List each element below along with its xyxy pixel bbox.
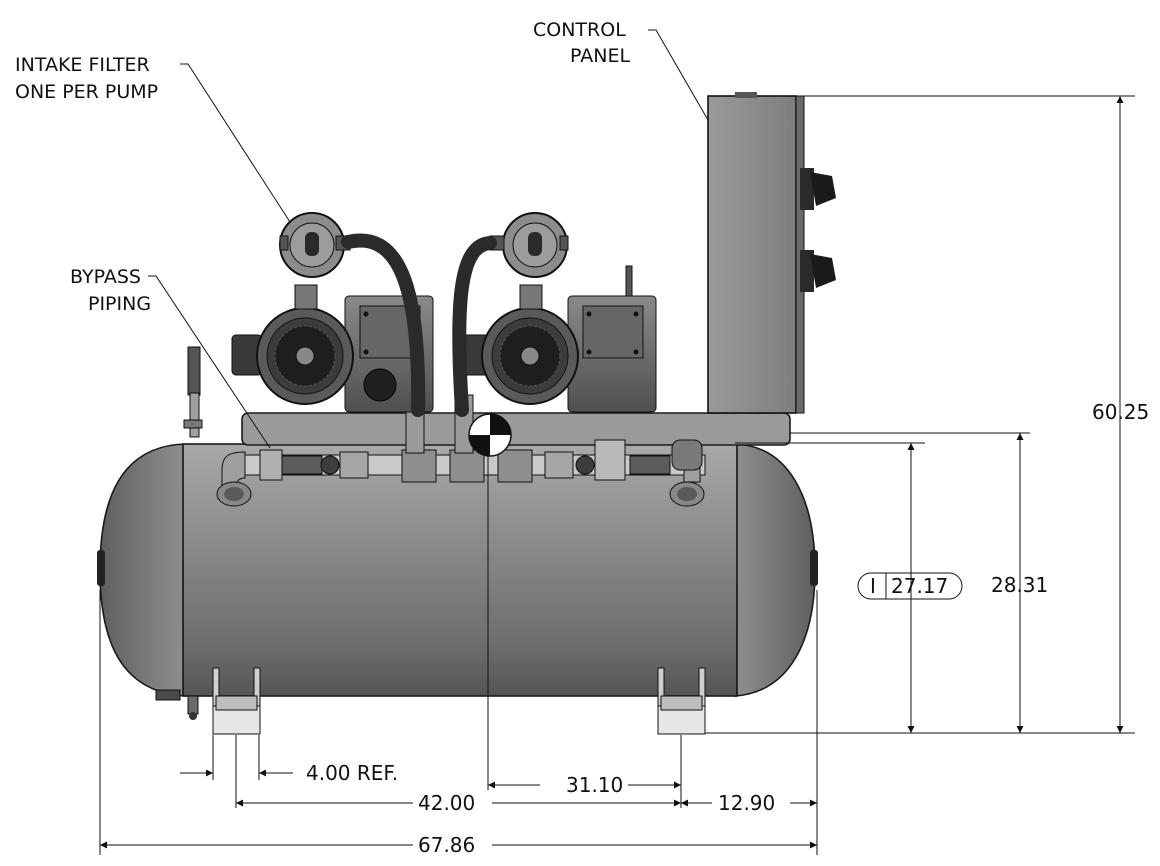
intake-filter-label-line1: INTAKE FILTER: [15, 54, 150, 76]
dim-overall-length: 67.86: [418, 833, 475, 857]
right-foot: [657, 667, 706, 735]
tank-right-fitting: [810, 550, 818, 586]
callout-leaders: [148, 29, 709, 449]
dimension-geometry: [99, 95, 1135, 855]
dim-foot-to-end: 12.90: [718, 791, 775, 815]
center-of-gravity-symbol: [468, 413, 512, 457]
tank-left-fitting: [97, 550, 105, 586]
disconnect-handle-2: [800, 250, 836, 292]
dim-inspection-prefix: I: [870, 574, 876, 598]
tank-right-head: [734, 443, 816, 697]
dim-cg-to-foot: 31.10: [566, 773, 623, 797]
vacuum-gauge: [183, 346, 203, 438]
dim-deck-height: 28.31: [991, 573, 1048, 597]
left-foot: [212, 667, 261, 735]
pump-1-hose: [341, 233, 426, 417]
bypass-piping-label-line2: PIPING: [88, 293, 151, 315]
tank-left-head: [99, 443, 186, 697]
dim-overall-height: 60.25: [1092, 400, 1149, 424]
control-panel-label-line2: PANEL: [570, 45, 630, 67]
tank-shell: [182, 443, 738, 697]
bypass-piping-label-line1: BYPASS: [70, 266, 141, 288]
pump-base-deck: [241, 412, 791, 446]
dim-foot-spacing: 42.00: [418, 791, 475, 815]
control-panel: [707, 92, 836, 414]
dim-foot-width: 4.00 REF.: [306, 761, 398, 785]
receiver-tank: [97, 443, 818, 735]
drain-valve: [155, 689, 199, 720]
pump-2-hose: [452, 236, 497, 417]
pump-1: [231, 212, 434, 417]
control-panel-label-line1: CONTROL: [533, 19, 626, 41]
intake-filter-1: [279, 212, 351, 278]
intake-filter-2: [489, 212, 569, 278]
bypass-piping: [216, 394, 706, 507]
disconnect-handle-1: [800, 168, 836, 210]
intake-filter-label-line2: ONE PER PUMP: [15, 81, 158, 103]
pump-2: [452, 212, 657, 417]
dim-inspection-height: 27.17: [891, 574, 948, 598]
